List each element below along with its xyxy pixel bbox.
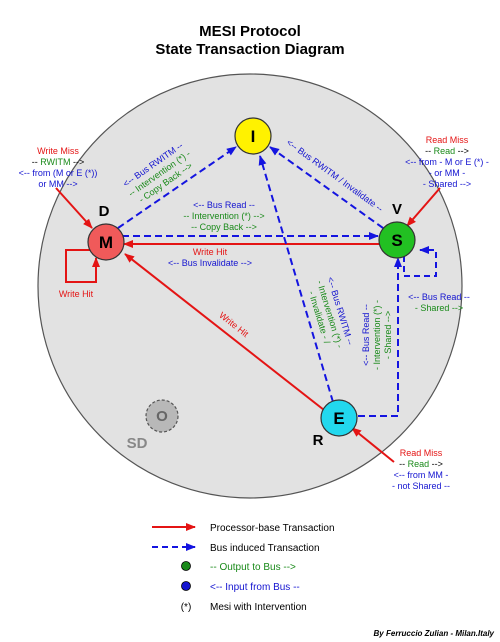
s-self-shared: - Shared --> [415,303,463,313]
state-s: S [378,221,416,259]
state-m: M [87,223,125,261]
write-miss-title: Write Miss [37,146,79,156]
letter-v: V [392,201,402,218]
arrow-m-self-loop [65,249,100,283]
legend-bus-label: Bus induced Transaction [210,543,320,554]
state-i: I [234,117,272,155]
arrow-e-to-s [358,257,402,417]
m-to-s-copy-back: -- Copy Back --> [191,222,257,232]
read-miss-e-from: <-- from MM - [394,470,449,480]
state-e: E [320,399,358,437]
state-e-letter: E [333,409,344,428]
svg-text:<-- Bus Read --: <-- Bus Read -- [361,304,371,366]
legend-output-dot [181,561,191,571]
read-miss-e-read: -- Read --> [399,459,443,469]
m-to-s-intervention: -- Intervention (*) --> [183,211,264,221]
title-line-2: State Transaction Diagram [155,41,344,58]
state-i-letter: I [251,127,256,146]
read-miss-s-or-mm: - or MM - [429,168,466,178]
letter-r: R [313,432,324,449]
legend: Processor-base Transaction Bus induced T… [152,523,335,613]
legend-star-desc: Mesi with Intervention [210,602,307,613]
arrow-read-miss-e [351,427,395,463]
letter-d: D [99,203,110,220]
title-line-1: MESI Protocol [199,23,301,40]
arrow-e-to-i [258,155,334,403]
arrow-m-to-i [117,146,237,229]
arrow-write-miss [55,187,93,229]
arrow-e-to-m [124,253,325,411]
svg-text:- Shared -->: - Shared --> [383,311,393,359]
write-miss-from: <-- from (M or E (*)) [19,168,98,178]
legend-star: (*) [181,602,192,613]
read-miss-s-read: -- Read --> [425,146,469,156]
svg-text:- Intervention (*) -: - Intervention (*) - [372,300,382,370]
read-miss-e-title: Read Miss [400,448,443,458]
letter-sd: SD [127,435,148,452]
arrow-s-self-loop [403,246,437,277]
state-s-letter: S [391,231,402,250]
state-o-letter: O [156,408,168,425]
legend-processor-label: Processor-base Transaction [210,523,335,534]
read-miss-s-from: <-- from - M or E (*) - [405,157,489,167]
legend-input-label: <-- Input from Bus -- [210,582,300,593]
m-self-write-hit: Write Hit [59,289,94,299]
m-to-s-bus-read: <-- Bus Read -- [193,200,255,210]
read-miss-e-not-shared: - not Shared -- [392,481,450,491]
e-to-s-label: <-- Bus Read -- - Intervention (*) - - S… [361,300,393,370]
legend-input-dot [181,581,191,591]
write-miss-or-mm: or MM --> [38,179,77,189]
state-space-circle [37,73,463,499]
s-self-bus-read: <-- Bus Read -- [408,292,470,302]
write-miss-rwitm: -- RWITM --> [32,157,85,167]
s-to-m-write-hit: Write Hit [193,247,228,257]
read-miss-s-title: Read Miss [426,135,469,145]
state-o: O [145,399,179,433]
s-to-m-bus-invalidate: <-- Bus Invalidate --> [168,258,252,268]
state-m-letter: M [99,233,113,252]
arrow-read-miss-s [406,187,441,227]
read-miss-s-shared: - Shared --> [423,179,471,189]
credit: By Ferruccio Zulian - Milan.Italy [374,629,495,638]
legend-output-label: -- Output to Bus --> [210,562,296,573]
arrow-s-to-i [269,146,384,229]
